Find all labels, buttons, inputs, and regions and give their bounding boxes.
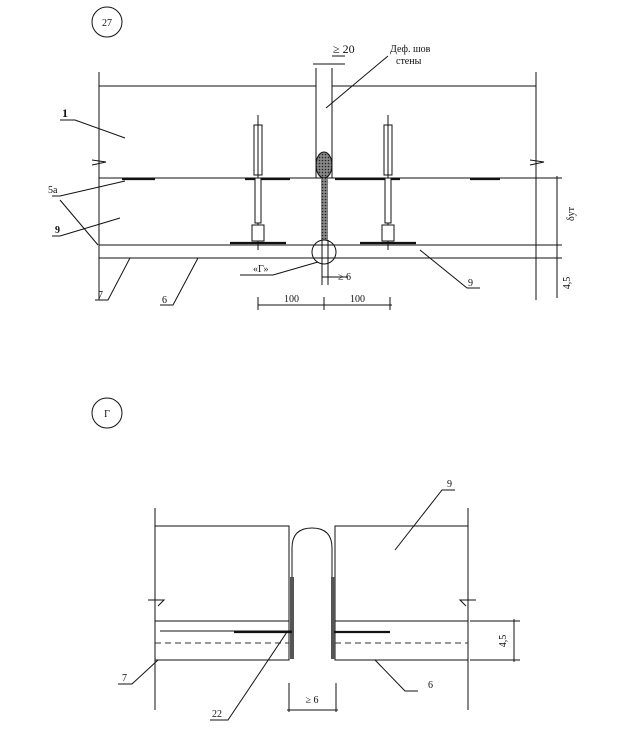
label-adhesive: 5а bbox=[48, 185, 58, 196]
anchor-left bbox=[230, 115, 286, 250]
callout-circle-g bbox=[311, 239, 337, 265]
callout-letter: Г bbox=[104, 409, 110, 420]
label-wall-joint-1: Деф. шов bbox=[390, 44, 431, 55]
dim-right-offset: 100 bbox=[350, 294, 365, 305]
dim-render-thickness-g: 4,5 bbox=[498, 635, 509, 648]
dim-gap-width-g: ≥ 6 bbox=[306, 695, 319, 706]
label-render: 7 bbox=[98, 290, 103, 301]
label-mesh: 6 bbox=[162, 295, 167, 306]
dim-joint-width: ≥ 20 bbox=[333, 42, 355, 56]
dimension-lines bbox=[257, 55, 562, 310]
joint-profile bbox=[155, 577, 468, 659]
label-wall-joint-2: стены bbox=[396, 56, 422, 67]
label-mesh-g: 6 bbox=[428, 680, 433, 691]
detail-g: Г 4,5 ≥ 6 bbox=[91, 397, 520, 721]
insulation-layer bbox=[98, 177, 537, 246]
label-insulation-left: 9 bbox=[55, 225, 60, 236]
dim-gap-width: ≥ 6 bbox=[338, 272, 351, 283]
render-left bbox=[154, 620, 290, 661]
joint-foam-strip bbox=[321, 178, 328, 240]
label-wall: 1 bbox=[62, 106, 68, 120]
insulation-right bbox=[334, 525, 469, 622]
render-layer bbox=[98, 244, 537, 259]
detail-27: 27 bbox=[48, 6, 577, 310]
label-profile-g: 22 bbox=[212, 709, 222, 720]
label-insulation-g: 9 bbox=[447, 479, 452, 490]
dim-left-offset: 100 bbox=[284, 294, 299, 305]
dim-insulation-thickness: δут bbox=[566, 206, 577, 221]
callout-circle bbox=[91, 397, 123, 429]
leader-wall-joint bbox=[325, 55, 389, 109]
dim-render-thickness: 4,5 bbox=[562, 277, 573, 290]
render-right bbox=[334, 620, 469, 661]
leaders bbox=[52, 119, 480, 306]
detail-number-circle bbox=[91, 6, 123, 38]
insulation-left bbox=[154, 525, 290, 622]
label-callout-ref: «Г» bbox=[253, 264, 269, 275]
concrete-wall bbox=[91, 72, 545, 300]
joint-tape bbox=[291, 527, 333, 580]
anchor-right bbox=[360, 115, 416, 250]
leaders-g bbox=[118, 489, 455, 721]
label-render-g: 7 bbox=[122, 673, 127, 684]
label-insulation-right: 9 bbox=[468, 278, 473, 289]
dimension-lines-g bbox=[287, 619, 520, 712]
wall-expansion-joint bbox=[315, 68, 333, 179]
detail-number: 27 bbox=[102, 18, 112, 29]
